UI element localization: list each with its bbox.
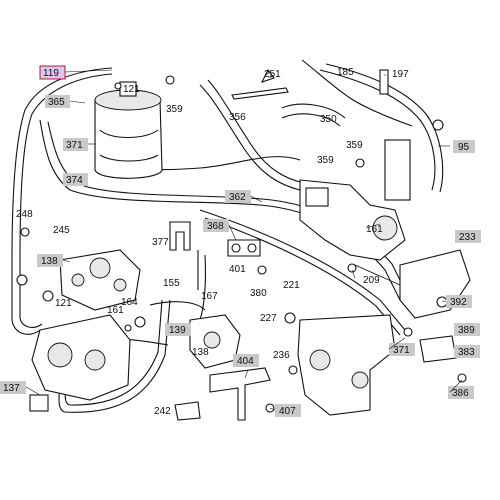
- callout-359c[interactable]: 359: [317, 155, 334, 166]
- callout-137[interactable]: 137: [3, 383, 20, 394]
- callout-386[interactable]: 386: [452, 388, 469, 399]
- callout-401[interactable]: 401: [229, 264, 246, 275]
- callout-365[interactable]: 365: [48, 97, 65, 108]
- callout-359b[interactable]: 359: [346, 140, 363, 151]
- callout-167[interactable]: 167: [201, 291, 218, 302]
- fuel-rail-connector: [189, 314, 241, 369]
- callout-371a[interactable]: 371: [66, 140, 83, 151]
- clip-242: [174, 401, 201, 421]
- callout-350[interactable]: 350: [320, 114, 337, 125]
- bracket-assembly-lower: [297, 314, 396, 416]
- callout-227[interactable]: 227: [260, 313, 277, 324]
- bracket-377: [169, 221, 191, 251]
- callout-362[interactable]: 362: [229, 192, 246, 203]
- callout-95[interactable]: 95: [458, 142, 470, 153]
- callout-121a[interactable]: 121: [123, 84, 140, 95]
- callout-161b[interactable]: 161: [107, 305, 124, 316]
- callout-138a[interactable]: 138: [41, 256, 58, 267]
- callout-139[interactable]: 139: [169, 325, 186, 336]
- callout-164[interactable]: 164: [121, 297, 138, 308]
- callout-392[interactable]: 392: [450, 297, 467, 308]
- callout-236[interactable]: 236: [273, 350, 290, 361]
- callout-233[interactable]: 233: [459, 232, 476, 243]
- callout-labels: 119 365 371 374 95 362 368 233 138 392 3…: [0, 65, 481, 417]
- callout-197[interactable]: 197: [392, 69, 409, 80]
- fuel-filter: [94, 81, 163, 179]
- callout-374[interactable]: 374: [66, 175, 83, 186]
- callout-242[interactable]: 242: [154, 406, 171, 417]
- callout-359a[interactable]: 359: [166, 104, 183, 115]
- callout-221[interactable]: 221: [283, 280, 300, 291]
- callout-251[interactable]: 251: [264, 69, 281, 80]
- high-pressure-pump: [29, 314, 131, 412]
- callout-119[interactable]: 119: [43, 68, 59, 79]
- callout-377[interactable]: 377: [152, 237, 169, 248]
- bracket-404: [209, 367, 271, 421]
- clip-368: [227, 239, 261, 257]
- small-hardware: [16, 59, 467, 413]
- callout-248[interactable]: 248: [16, 209, 33, 220]
- callout-356[interactable]: 356: [229, 112, 246, 123]
- callout-185[interactable]: 185: [337, 67, 354, 78]
- callout-389[interactable]: 389: [458, 325, 475, 336]
- clamp-383: [419, 335, 457, 363]
- callout-161a[interactable]: 161: [366, 224, 383, 235]
- callout-371b[interactable]: 371: [393, 345, 410, 356]
- callout-box-119[interactable]: [39, 65, 66, 80]
- injection-pump-upper: [59, 249, 141, 311]
- callout-138b[interactable]: 138: [192, 347, 209, 358]
- callout-209[interactable]: 209: [363, 275, 380, 286]
- callout-155[interactable]: 155: [163, 278, 180, 289]
- right-manifold: [299, 139, 411, 261]
- callout-404[interactable]: 404: [237, 356, 254, 367]
- callout-368[interactable]: 368: [207, 221, 224, 232]
- callout-121b[interactable]: 121: [55, 298, 72, 309]
- callout-380[interactable]: 380: [250, 288, 267, 299]
- callout-407[interactable]: 407: [279, 406, 296, 417]
- callout-245[interactable]: 245: [53, 225, 70, 236]
- callout-383[interactable]: 383: [458, 347, 475, 358]
